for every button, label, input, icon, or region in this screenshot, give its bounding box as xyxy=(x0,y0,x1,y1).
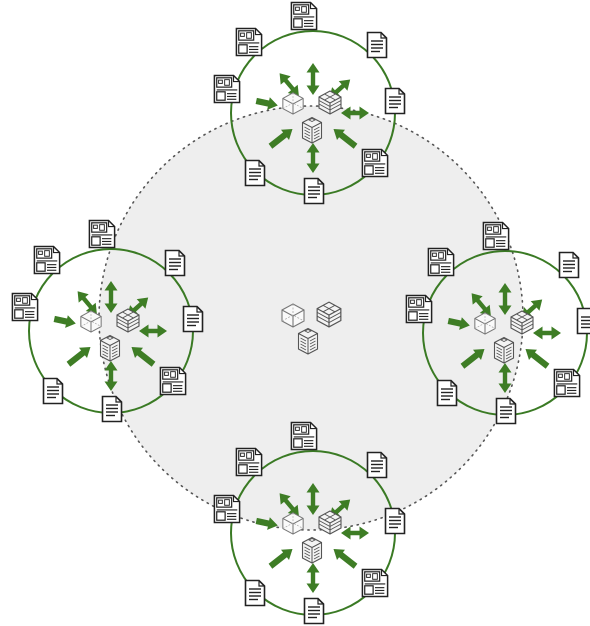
text-document-icon xyxy=(244,159,266,187)
form-document-icon xyxy=(33,245,61,275)
text-document-icon xyxy=(558,251,580,279)
exchange-arrow xyxy=(255,517,278,530)
text-document-icon xyxy=(303,177,325,205)
exchange-arrow xyxy=(306,143,320,173)
exchange-arrow xyxy=(279,73,299,97)
form-document-icon xyxy=(290,421,318,451)
exchange-arrow xyxy=(279,493,299,517)
form-document-icon xyxy=(11,292,39,322)
form-document-icon xyxy=(405,294,433,324)
text-document-icon xyxy=(366,451,388,479)
exchange-arrow xyxy=(255,97,278,110)
exchange-arrow xyxy=(268,549,293,569)
wireframe-cube-icon xyxy=(80,310,102,333)
text-document-icon xyxy=(366,31,388,59)
text-document-icon xyxy=(182,305,204,333)
building-icon xyxy=(301,536,323,564)
text-document-icon xyxy=(244,579,266,607)
exchange-arrow xyxy=(306,563,320,593)
form-document-icon xyxy=(88,219,116,249)
text-document-icon xyxy=(164,249,186,277)
exchange-arrow xyxy=(460,349,485,369)
exchange-arrow xyxy=(498,283,512,315)
text-document-icon xyxy=(384,87,406,115)
center-building-icon xyxy=(297,327,319,355)
exchange-arrow xyxy=(341,526,369,540)
text-document-icon xyxy=(101,395,123,423)
form-document-icon xyxy=(361,568,389,598)
exchange-arrow xyxy=(53,315,76,328)
form-document-icon xyxy=(361,148,389,178)
text-document-icon xyxy=(42,377,64,405)
form-document-icon xyxy=(159,366,187,396)
exchange-arrow xyxy=(533,326,561,340)
form-document-icon xyxy=(235,447,263,477)
exchange-arrow xyxy=(447,317,470,330)
cluster-left xyxy=(11,219,204,423)
exchange-arrow xyxy=(525,349,550,369)
form-document-icon xyxy=(290,1,318,31)
exchange-arrow xyxy=(77,291,97,315)
clusters-layer xyxy=(11,1,590,625)
exchange-arrow xyxy=(104,361,118,391)
exchange-arrow xyxy=(306,483,320,515)
text-document-icon xyxy=(436,379,458,407)
form-document-icon xyxy=(553,368,581,398)
text-document-icon xyxy=(576,307,590,335)
form-document-icon xyxy=(213,74,241,104)
exchange-arrow xyxy=(139,324,167,338)
exchange-arrow xyxy=(471,293,491,317)
cluster-bottom xyxy=(213,421,406,625)
form-document-icon xyxy=(427,247,455,277)
cluster-top xyxy=(213,1,406,205)
exchange-arrow xyxy=(498,363,512,393)
form-document-icon xyxy=(235,27,263,57)
building-icon xyxy=(99,334,121,362)
cluster-right xyxy=(405,221,590,425)
building-icon xyxy=(301,116,323,144)
text-document-icon xyxy=(495,397,517,425)
form-document-icon xyxy=(482,221,510,251)
form-document-icon xyxy=(213,494,241,524)
exchange-arrow xyxy=(333,129,358,149)
building-icon xyxy=(493,336,515,364)
exchange-arrow xyxy=(333,549,358,569)
exchange-arrow xyxy=(306,63,320,95)
text-document-icon xyxy=(384,507,406,535)
exchange-arrow xyxy=(131,347,156,367)
exchange-arrow xyxy=(66,347,91,367)
exchange-arrow xyxy=(104,281,118,313)
text-document-icon xyxy=(303,597,325,625)
exchange-arrow xyxy=(268,129,293,149)
exchange-arrow xyxy=(341,106,369,120)
